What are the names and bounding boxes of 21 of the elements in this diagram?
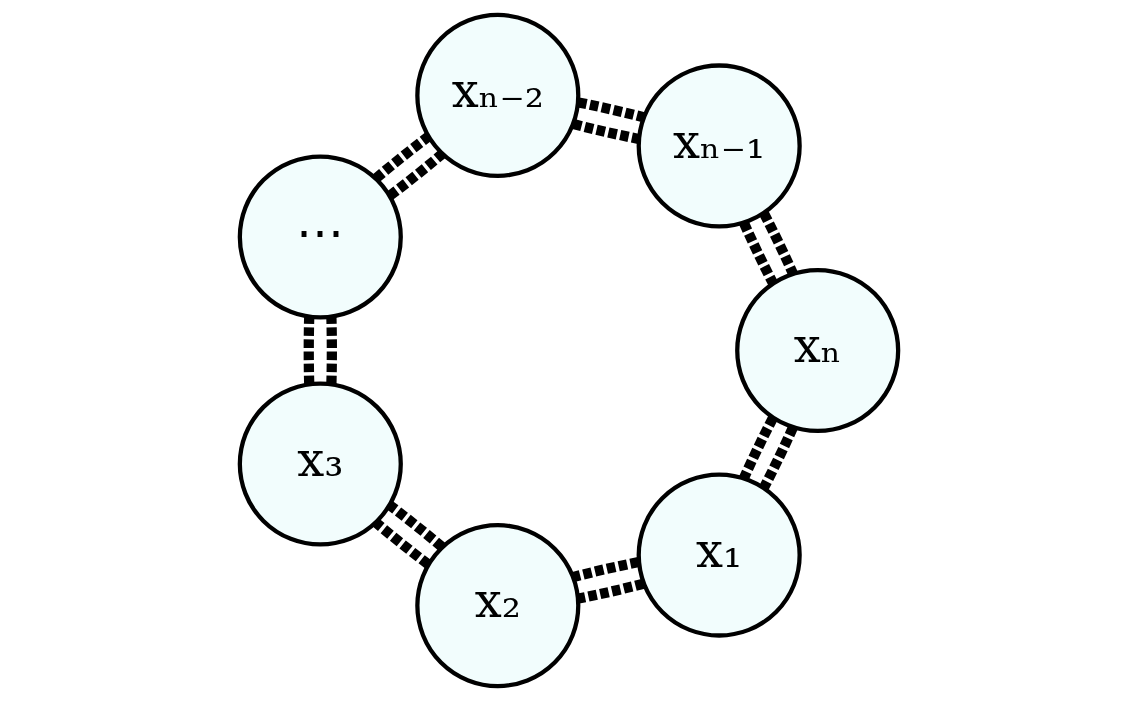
connector <box>571 119 640 144</box>
connector <box>738 415 778 481</box>
node-circle: x₂ <box>414 523 580 689</box>
connector <box>386 501 445 551</box>
node-circle: xₙ₋₁ <box>636 63 802 229</box>
node-circle: ⋯ <box>237 154 403 320</box>
connector <box>571 557 640 582</box>
node-circle: x₃ <box>237 381 403 547</box>
connector <box>372 132 431 183</box>
connector <box>758 210 798 276</box>
connector <box>386 150 445 200</box>
connector <box>576 578 645 604</box>
connector <box>303 316 314 385</box>
connector <box>738 220 777 286</box>
node-circle: xₙ <box>734 267 900 434</box>
connector <box>758 425 798 491</box>
connector <box>325 316 337 385</box>
connector <box>372 518 431 569</box>
connector <box>576 97 645 123</box>
node-circle: x₁ <box>636 472 802 638</box>
node-circle: xₙ₋₂ <box>414 12 580 178</box>
